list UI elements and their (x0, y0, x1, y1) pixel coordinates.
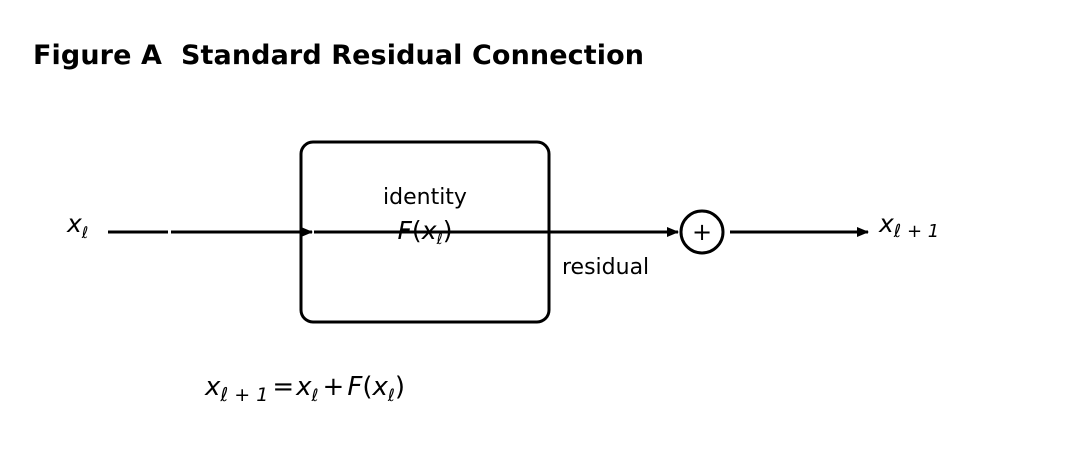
add-node-circle (679, 209, 725, 255)
output-label: xℓ + 1 (878, 209, 939, 242)
add-node: + (679, 209, 725, 255)
block-identity-label: identity (383, 185, 467, 210)
add-symbol: + (692, 218, 712, 246)
input-label: xℓ (66, 209, 88, 242)
figure-title: Figure A Standard Residual Connection (33, 40, 645, 71)
residual-equation: xℓ + 1=xℓ+F(xℓ) (204, 372, 405, 406)
residual-label: residual (562, 255, 649, 280)
block-function-label: F(xℓ) (398, 216, 453, 248)
